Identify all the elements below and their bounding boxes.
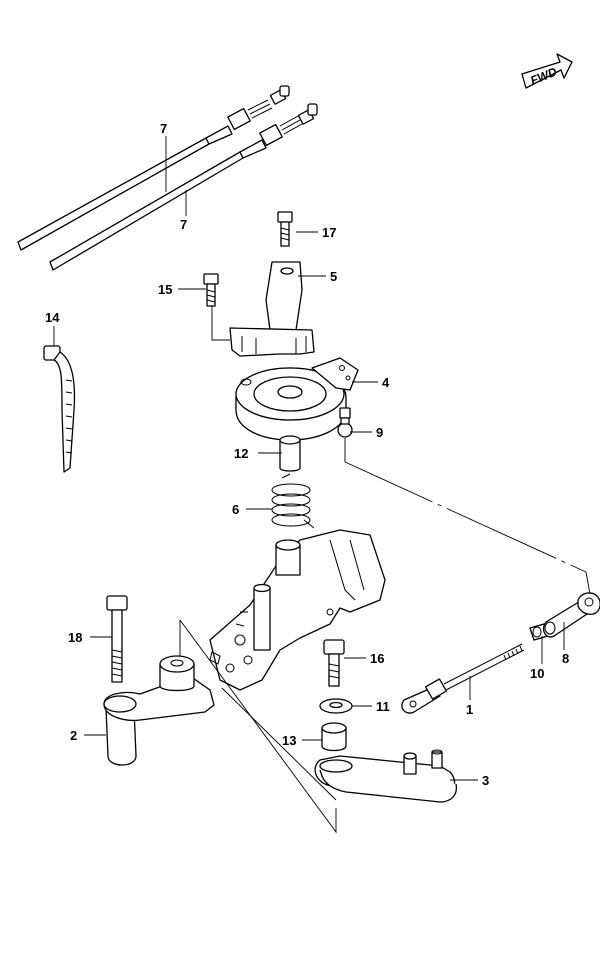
bolt-16: [323, 639, 345, 687]
ball-joint-9: [337, 407, 353, 438]
callout-15: 15: [158, 282, 172, 297]
callout-11: 11: [376, 699, 390, 714]
bushing-13: [321, 722, 347, 752]
callout-6: 6: [232, 502, 239, 517]
lever-arm-2: [103, 655, 215, 766]
spring-6: [271, 473, 315, 529]
fwd-arrow-badge: FWD: [521, 53, 573, 89]
callouts: 7 7 17 5 15 14 4 9 12 6 18 8 10 16 1 2 1…: [45, 121, 569, 788]
collar-12: [279, 435, 301, 472]
callout-14: 14: [45, 310, 60, 325]
throttle-cable-upper: [17, 85, 290, 251]
callout-18: 18: [68, 630, 82, 645]
cable-tie-14: [43, 345, 76, 473]
callout-7-lower: 7: [180, 217, 187, 232]
fwd-label: FWD: [528, 64, 559, 87]
rod-end-8: [542, 592, 600, 638]
callout-12: 12: [234, 446, 248, 461]
callout-2: 2: [70, 728, 77, 743]
bolt-15: [203, 273, 219, 307]
rod-1: [401, 643, 525, 714]
washer-11: [319, 698, 353, 714]
callout-17: 17: [322, 225, 336, 240]
bolt-17: [277, 211, 293, 247]
lever-3: [314, 749, 458, 803]
leader-lines: [53, 136, 591, 834]
callout-7-upper: 7: [160, 121, 167, 136]
fwd-arrow-icon: [521, 53, 573, 89]
callout-10: 10: [530, 666, 544, 681]
bracket-housing: [209, 529, 386, 691]
callout-3: 3: [482, 773, 489, 788]
callout-8: 8: [562, 651, 569, 666]
bolt-18: [106, 595, 128, 683]
callout-4: 4: [382, 375, 390, 390]
callout-16: 16: [370, 651, 384, 666]
callout-1: 1: [466, 702, 473, 717]
callout-13: 13: [282, 733, 296, 748]
throttle-cable-lower: [49, 103, 318, 271]
callout-5: 5: [330, 269, 337, 284]
bracket-5: [229, 261, 315, 357]
pulley-4: [235, 357, 359, 441]
callout-9: 9: [376, 425, 383, 440]
